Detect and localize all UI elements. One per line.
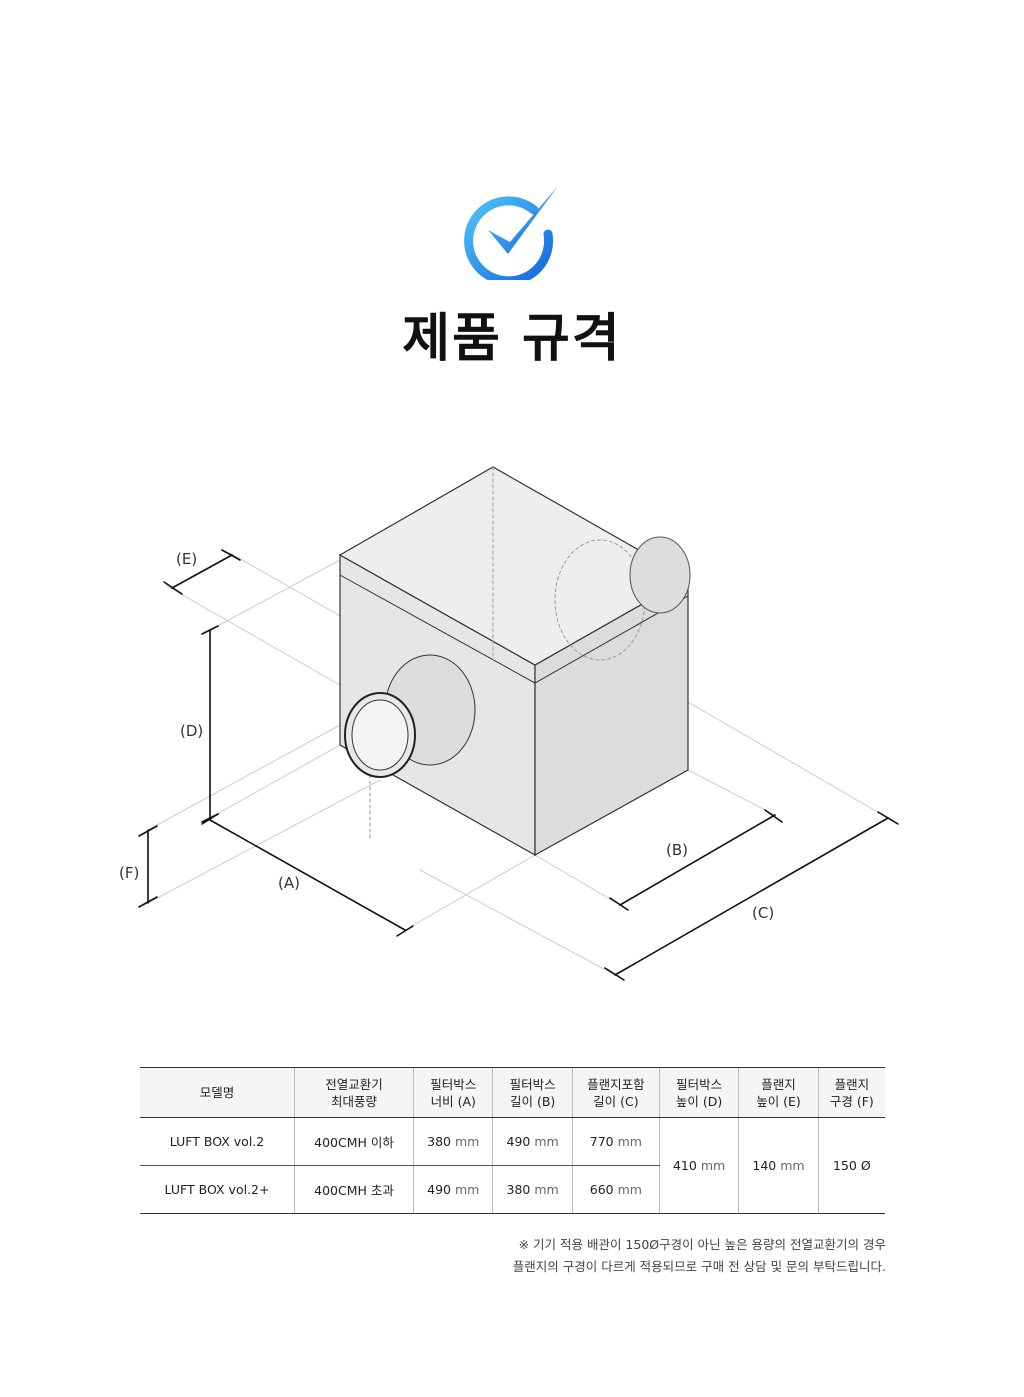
footnote-line: 플랜지의 구경이 다르게 적용되므로 구매 전 상담 및 문의 부탁드립니다. [512, 1259, 886, 1274]
cell-a: 380 mm [413, 1117, 493, 1166]
cell-airflow: 400CMH 이하 [294, 1117, 414, 1166]
cell-a: 490 mm [413, 1165, 493, 1214]
page-title: 제품 규격 [402, 309, 622, 369]
label-d: (D) [180, 722, 203, 740]
cell-e: 140 mm [738, 1117, 819, 1214]
label-f: (F) [119, 864, 139, 882]
cell-d: 410 mm [658, 1117, 739, 1214]
header-model: 모델명 [140, 1067, 295, 1118]
cell-model: LUFT BOX vol.2 [140, 1117, 295, 1166]
checkmark-icon [464, 186, 558, 280]
cell-b: 380 mm [492, 1165, 573, 1214]
label-b: (B) [666, 841, 688, 859]
table-row: LUFT BOX vol.2+ 400CMH 초과 490 mm 380 mm … [140, 1165, 885, 1214]
footnote-line: ※ 기기 적용 배관이 150Ø구경이 아닌 높은 용량의 전열교환기의 경우 [518, 1237, 886, 1252]
cell-b: 490 mm [492, 1117, 573, 1166]
product-dimension-diagram: (A) (B) (C) (D) (E) (F) [119, 466, 899, 981]
cell-airflow: 400CMH 초과 [294, 1165, 414, 1214]
cell-c: 660 mm [571, 1165, 660, 1214]
footnote: ※ 기기 적용 배관이 150Ø구경이 아닌 높은 용량의 전열교환기의 경우 … [513, 1234, 886, 1278]
label-a: (A) [278, 874, 300, 892]
cell-c: 770 mm [571, 1117, 660, 1166]
label-c: (C) [752, 904, 774, 922]
cell-model: LUFT BOX vol.2+ [140, 1165, 295, 1214]
cell-f: 150 Ø [817, 1117, 885, 1214]
label-e: (E) [176, 550, 197, 568]
table-row: LUFT BOX vol.2 400CMH 이하 380 mm 490 mm 7… [140, 1117, 885, 1214]
